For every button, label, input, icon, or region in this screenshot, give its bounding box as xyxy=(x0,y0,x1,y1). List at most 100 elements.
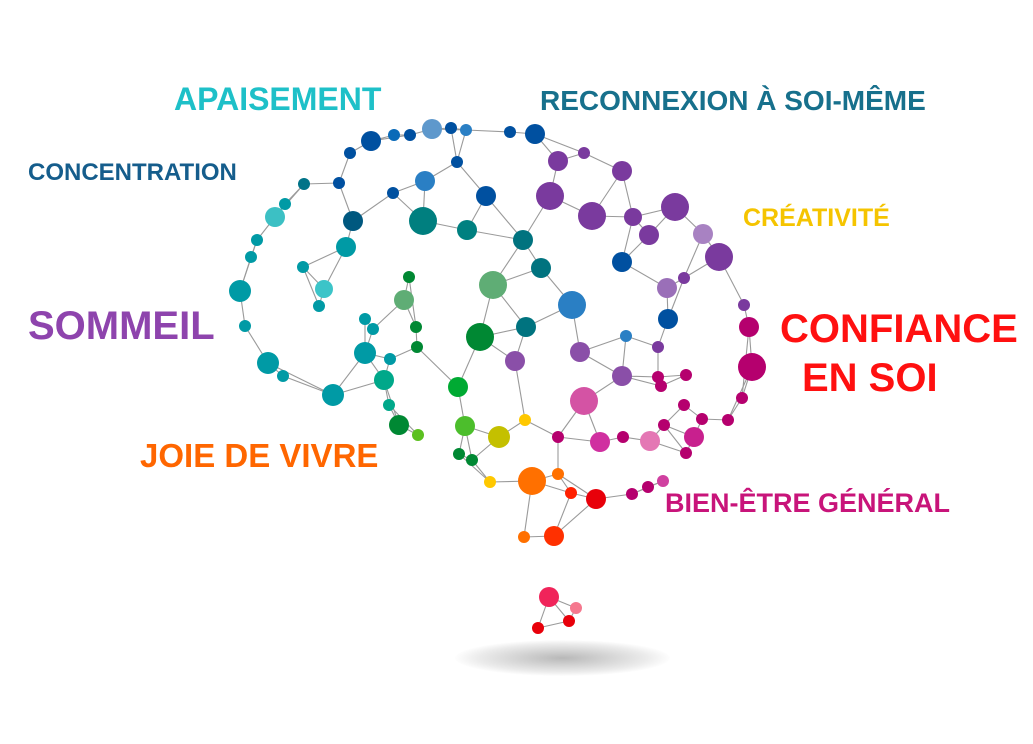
network-node xyxy=(383,399,395,411)
network-node xyxy=(693,224,713,244)
network-node xyxy=(239,320,251,332)
network-node xyxy=(411,341,423,353)
network-node xyxy=(570,387,598,415)
label-creativite: CRÉATIVITÉ xyxy=(743,204,890,232)
network-node xyxy=(558,291,586,319)
network-node xyxy=(374,370,394,390)
network-node xyxy=(488,426,510,448)
network-node xyxy=(279,198,291,210)
network-node xyxy=(655,380,667,392)
network-node xyxy=(518,467,546,495)
network-node xyxy=(451,156,463,168)
network-edge xyxy=(465,129,511,133)
network-node xyxy=(565,487,577,499)
network-node xyxy=(624,208,642,226)
network-node xyxy=(412,429,424,441)
network-node xyxy=(333,177,345,189)
network-node xyxy=(678,272,690,284)
network-node xyxy=(313,300,325,312)
label-en-soi: EN SOI xyxy=(802,356,938,400)
network-node xyxy=(552,468,564,480)
network-node xyxy=(410,321,422,333)
network-node xyxy=(359,313,371,325)
network-node xyxy=(343,211,363,231)
network-node xyxy=(578,147,590,159)
network-node xyxy=(387,187,399,199)
network-node xyxy=(678,399,690,411)
network-node xyxy=(422,119,442,139)
network-edge xyxy=(267,362,334,396)
network-node xyxy=(657,475,669,487)
network-node xyxy=(658,309,678,329)
network-node xyxy=(612,366,632,386)
network-node xyxy=(389,415,409,435)
label-reconnexion: RECONNEXION À SOI-MÊME xyxy=(540,85,926,116)
network-node xyxy=(722,414,734,426)
label-joie-de-vivre: JOIE DE VIVRE xyxy=(140,437,379,474)
network-node xyxy=(657,278,677,298)
network-node xyxy=(738,353,766,381)
network-node xyxy=(354,342,376,364)
network-node xyxy=(696,413,708,425)
network-node xyxy=(532,622,544,634)
network-node xyxy=(516,317,536,337)
network-node xyxy=(738,299,750,311)
network-node xyxy=(586,489,606,509)
network-node xyxy=(642,481,654,493)
network-node xyxy=(658,419,670,431)
network-node xyxy=(563,615,575,627)
network-node xyxy=(476,186,496,206)
network-node xyxy=(229,280,251,302)
network-node xyxy=(297,261,309,273)
network-node xyxy=(265,207,285,227)
network-node xyxy=(403,271,415,283)
network-node xyxy=(531,258,551,278)
network-node xyxy=(466,454,478,466)
network-node xyxy=(736,392,748,404)
network-node xyxy=(544,526,564,546)
network-node xyxy=(536,182,564,210)
brain-shadow xyxy=(455,640,670,676)
network-node xyxy=(409,207,437,235)
network-node xyxy=(513,230,533,250)
network-node xyxy=(680,447,692,459)
network-node xyxy=(519,414,531,426)
network-node xyxy=(484,476,496,488)
network-node xyxy=(739,317,759,337)
network-node xyxy=(367,323,379,335)
network-node xyxy=(652,341,664,353)
network-node xyxy=(445,122,457,134)
network-node xyxy=(612,252,632,272)
network-node xyxy=(466,323,494,351)
network-node xyxy=(315,280,333,298)
network-node xyxy=(404,129,416,141)
network-node xyxy=(505,351,525,371)
network-node xyxy=(344,147,356,159)
network-node xyxy=(640,431,660,451)
network-node xyxy=(384,353,396,365)
network-node xyxy=(479,271,507,299)
label-apaisement: APAISEMENT xyxy=(174,81,382,117)
network-node xyxy=(394,290,414,310)
network-node xyxy=(548,151,568,171)
network-node xyxy=(336,237,356,257)
network-node xyxy=(705,243,733,271)
network-node xyxy=(518,531,530,543)
network-node xyxy=(257,352,279,374)
network-node xyxy=(590,432,610,452)
network-node xyxy=(455,416,475,436)
network-node xyxy=(361,131,381,151)
network-node xyxy=(578,202,606,230)
network-node xyxy=(448,377,468,397)
network-node xyxy=(570,602,582,614)
network-edge xyxy=(524,419,559,438)
network-node xyxy=(453,448,465,460)
network-node xyxy=(525,124,545,144)
network-node xyxy=(277,370,289,382)
label-bien-etre: BIEN-ÊTRE GÉNÉRAL xyxy=(665,488,951,518)
network-node xyxy=(298,178,310,190)
network-node xyxy=(684,427,704,447)
network-node xyxy=(620,330,632,342)
